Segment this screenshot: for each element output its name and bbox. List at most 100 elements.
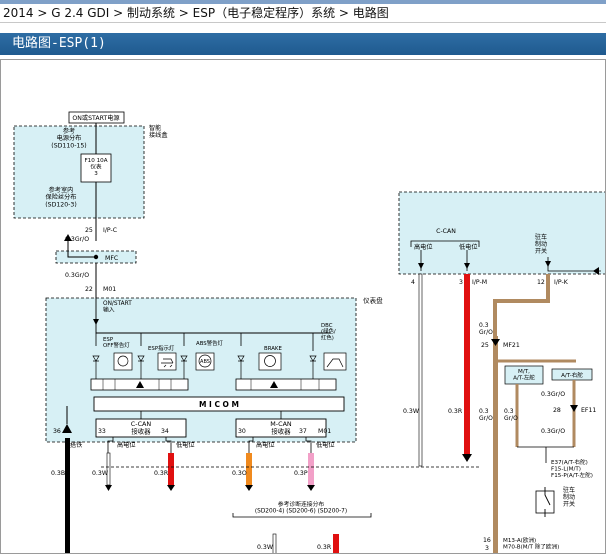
wire-label-03r: 0.3R: [154, 470, 169, 477]
power-label: ON或START电源: [72, 114, 119, 122]
wire-right-03r: 0.3R: [448, 408, 463, 415]
mcan-high: 高电位: [256, 441, 275, 449]
lamp-abs: ABS警告灯: [196, 339, 223, 347]
wire-white-arrow: [105, 485, 112, 491]
wire-03gro-b: 0.3Gr/O: [65, 272, 89, 279]
conn-m13: M13-A(欧洲)M70-B(M/T 除了欧洲): [503, 536, 559, 550]
driver-block-right: [235, 378, 337, 391]
ref-fuse-label: 参考室内保险丝分布(SD120-3): [45, 186, 77, 208]
right-module: [398, 191, 605, 275]
wire-label-03p: 0.3P: [294, 470, 308, 477]
wire-pink: [308, 453, 314, 485]
mt-label: M/T,A/T-左舵: [513, 369, 535, 381]
conn-m01: M01: [103, 286, 116, 293]
ccan-low: 低电位: [176, 441, 195, 449]
breadcrumb[interactable]: 2014 > G 2.4 GDI > 制动系统 > ESP（电子稳定程序）系统 …: [0, 4, 606, 23]
right-wire-gro-top: [493, 274, 550, 336]
junction-box-label: 智能接线盒: [149, 124, 168, 139]
top-strip: [0, 0, 606, 4]
wire-white: [106, 452, 111, 486]
right-low: 低电位: [459, 243, 478, 251]
parking-switch-2: 驻车制动开关: [563, 486, 575, 508]
pin-3b: 3: [485, 545, 489, 552]
dbc-icon-box: [323, 352, 347, 371]
pin-25: 25: [85, 227, 93, 234]
pin-4: 4: [411, 279, 415, 286]
conn-ipc: I/P-C: [103, 227, 117, 234]
branch-merge: [517, 446, 574, 463]
brake-icon-box: [258, 352, 282, 371]
conn-ipk: I/P-K: [554, 279, 569, 286]
esp-off-icon: [113, 352, 133, 371]
right-wire-gro-main: [493, 336, 498, 553]
conn-e37: E37(A/T-右舵)F15-L(M/T)F15-P(A/T-左舵): [551, 458, 593, 479]
pin-33: 33: [98, 428, 106, 435]
driver-cells: [102, 379, 320, 390]
right-wire-red-arrow: [462, 454, 472, 462]
driver-arrow-left: [136, 381, 144, 388]
wire-orange-arrow: [245, 485, 253, 491]
lamp-diodes: [92, 355, 317, 383]
micom-label: M I C O M: [199, 400, 239, 409]
right-high: 高电位: [414, 243, 433, 251]
right-ccan-bracket: [410, 240, 480, 247]
dbc-icon: [326, 358, 344, 368]
mt-label-box: [504, 365, 544, 385]
brake-icon: [264, 355, 276, 367]
driver-arrow-right: [270, 381, 278, 388]
ground-arrow: [62, 424, 72, 433]
conn-ipm: I/P-M: [472, 279, 487, 286]
wire-label-03o: 0.3O: [232, 470, 247, 477]
mfc-label: MFC: [105, 255, 118, 262]
wire-bottom-r: 0.3R: [317, 544, 332, 551]
wire-bottom-w: 0.3W: [257, 544, 273, 551]
wire-red-arrow: [167, 485, 175, 491]
abs-icon: [198, 354, 212, 368]
esp-indicator-icon: [157, 352, 177, 371]
section-title: 电路图-ESP(1): [0, 33, 606, 55]
wire-red: [168, 453, 174, 485]
wire-label-03w: 0.3W: [92, 470, 108, 477]
at-label: A/T-右舵: [561, 371, 583, 379]
wire-03gro-d: 0.3Gr/O: [541, 391, 565, 398]
cluster-arrow: [93, 319, 99, 325]
ground-label: 搭铁: [70, 441, 82, 449]
ef11-arrow: [570, 405, 578, 412]
parking-switch: 驻车制动开关: [535, 233, 547, 255]
wire-orange: [246, 453, 252, 485]
ccan-high: 高电位: [117, 441, 136, 449]
pin-30: 30: [238, 428, 246, 435]
receiver-leads: [107, 437, 312, 453]
lamp-brake: BRAKE: [264, 346, 282, 352]
wire-pink-arrow: [307, 485, 315, 491]
wire-03gro-a: 0.3Gr/O: [65, 236, 89, 243]
pin-36: 36: [53, 428, 61, 435]
wire-label-03b: 0.3B: [51, 470, 65, 477]
conn-ef11: EF11: [581, 407, 596, 414]
right-wire-red: [464, 274, 470, 454]
lamp-dbc: DBC(绿色/红色): [321, 323, 336, 341]
ref-power-label: 参考电源分布(SD110-15): [51, 127, 86, 149]
wire-03gro-e: 0.3Gr/O: [541, 428, 565, 435]
wire-black-ground: [65, 438, 70, 553]
right-ccan: C-CAN: [436, 228, 456, 235]
ref-diag-bracket: [232, 513, 372, 518]
junction-box: [13, 125, 145, 219]
at-label-box: [551, 368, 593, 381]
micom-connectors: [140, 411, 282, 419]
wire-right-03w: 0.3W: [403, 408, 419, 415]
lamp-drop-wires: [95, 333, 314, 351]
pin-3: 3: [459, 279, 463, 286]
pin-37: 37: [299, 428, 307, 435]
cluster-label: 仪表盘: [363, 296, 383, 305]
esp-off-icon-dot: [117, 355, 129, 367]
pin-25b: 25: [481, 342, 489, 349]
